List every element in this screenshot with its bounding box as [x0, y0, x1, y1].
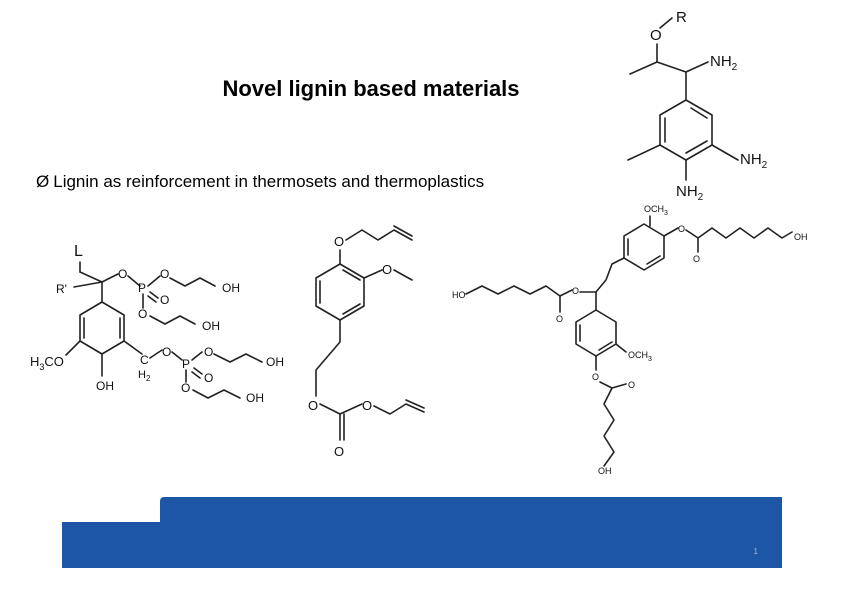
- slide-title: Novel lignin based materials: [222, 76, 520, 101]
- o-d-label: O: [556, 314, 563, 324]
- o7-label: O: [138, 307, 147, 321]
- footer-tab-shape: [160, 497, 782, 523]
- footer-bar: 1: [62, 522, 782, 568]
- oh3-label: OH: [96, 379, 114, 393]
- o4-label: O: [162, 345, 171, 359]
- o-b-label: O: [693, 254, 700, 264]
- r-prime-label: R': [56, 282, 67, 296]
- o6-label: O: [204, 371, 213, 385]
- ester-lignin-structure: OCH3 O OH O HO O O OCH3 O O OH: [452, 204, 808, 476]
- h2-label: H2: [138, 369, 151, 383]
- allyl-carbonate-structure: O O O O O: [308, 225, 425, 459]
- amine-lignin-structure: R O NH2 NH2 NH2: [627, 9, 768, 203]
- och3-mid-label: OCH3: [628, 350, 652, 363]
- r-label: R: [676, 9, 687, 26]
- nh2-top-label: NH2: [710, 53, 738, 73]
- o3-label: O: [160, 293, 169, 307]
- o-e-label: O: [592, 372, 599, 382]
- p1-label: P: [138, 281, 146, 295]
- o-a-label: O: [678, 224, 685, 234]
- mid-o2-label: O: [382, 262, 392, 277]
- o-label: O: [650, 27, 662, 44]
- arrow-bullet-icon: Ø: [36, 172, 50, 191]
- oh-bottom-label: OH: [598, 466, 612, 476]
- bullet-text: Lignin as reinforcement in thermosets an…: [53, 172, 485, 191]
- c-label: C: [140, 353, 149, 367]
- oh4-label: OH: [266, 355, 284, 369]
- och3-top-label: OCH3: [644, 204, 668, 217]
- mid-o1-label: O: [334, 234, 344, 249]
- oh5-label: OH: [246, 391, 264, 405]
- mid-o3-label: O: [308, 398, 318, 413]
- oh-top-label: OH: [794, 232, 808, 242]
- phosphorylated-lignin-structure: L R' O P O OH O O OH H3CO OH C H2: [30, 243, 284, 405]
- o1-label: O: [118, 267, 127, 281]
- h3co-label: H3CO: [30, 354, 64, 372]
- nh2-bottom-label: NH2: [676, 183, 704, 203]
- mid-o5-label: O: [362, 398, 372, 413]
- o-f-label: O: [628, 380, 635, 390]
- o-c-label: O: [572, 286, 579, 296]
- o2-label: O: [160, 267, 169, 281]
- o5-label: O: [204, 345, 213, 359]
- l-label: L: [74, 243, 83, 260]
- o8-label: O: [181, 381, 190, 395]
- nh2-right-label: NH2: [740, 151, 768, 171]
- p2-label: P: [182, 357, 190, 371]
- oh1-label: OH: [222, 281, 240, 295]
- oh2-label: OH: [202, 319, 220, 333]
- mid-o4-label: O: [334, 444, 344, 459]
- page-number: 1: [753, 547, 758, 556]
- ho-label: HO: [452, 290, 466, 300]
